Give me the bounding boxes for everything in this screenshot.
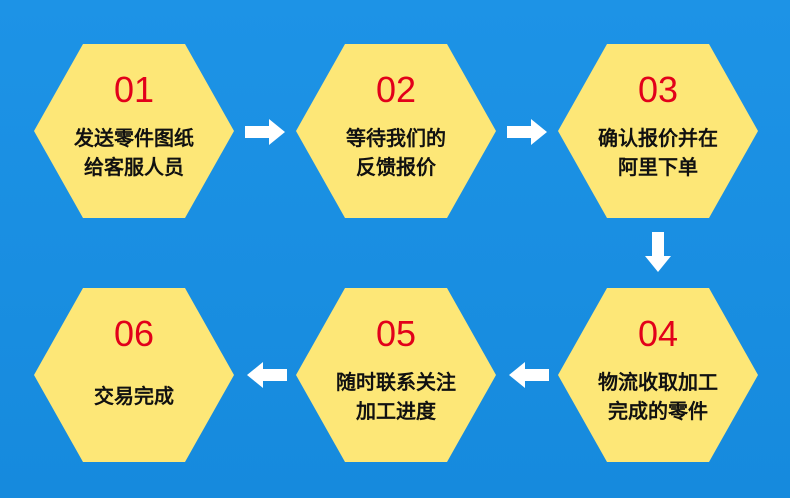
step-05-hexagon: 05 随时联系关注 加工进度: [294, 286, 498, 464]
step-label-line2: 反馈报价: [356, 155, 436, 179]
step-number: 06: [113, 313, 155, 354]
hexagon-shape: [34, 44, 234, 218]
step-label-line1: 确认报价并在: [598, 126, 718, 150]
step-label-line2: 阿里下单: [618, 155, 698, 179]
step-number: 04: [637, 313, 679, 354]
hexagon-shape: [558, 44, 758, 218]
step-label-line2: 完成的零件: [608, 399, 708, 423]
arrow-left-icon: [509, 362, 549, 388]
step-number: 05: [375, 313, 417, 354]
step-label-line1: 物流收取加工: [598, 370, 718, 394]
step-number: 03: [637, 69, 679, 110]
step-label-line1: 发送零件图纸: [74, 126, 194, 150]
step-label-line1: 随时联系关注: [336, 370, 456, 394]
hexagon-shape: [558, 288, 758, 462]
step-label-line2: 给客服人员: [84, 155, 184, 179]
step-number: 01: [113, 69, 155, 110]
step-label-line1: 交易完成: [94, 384, 174, 408]
arrow-right-icon: [507, 119, 547, 145]
hexagon-shape: [296, 44, 496, 218]
step-01-hexagon: 01 发送零件图纸 给客服人员: [32, 42, 236, 220]
step-label: 交易完成: [42, 382, 226, 411]
step-04-hexagon: 04 物流收取加工 完成的零件: [556, 286, 760, 464]
step-label: 等待我们的 反馈报价: [304, 124, 488, 182]
arrow-left-icon: [247, 362, 287, 388]
arrow-down-icon: [645, 232, 671, 272]
step-06-hexagon: 06 交易完成: [32, 286, 236, 464]
step-03-hexagon: 03 确认报价并在 阿里下单: [556, 42, 760, 220]
arrow-right-icon: [245, 119, 285, 145]
step-number: 02: [375, 69, 417, 110]
step-label: 随时联系关注 加工进度: [304, 368, 488, 426]
hexagon-shape: [296, 288, 496, 462]
step-label-line2: 加工进度: [356, 399, 436, 423]
step-label: 物流收取加工 完成的零件: [566, 368, 750, 426]
step-label: 确认报价并在 阿里下单: [566, 124, 750, 182]
step-02-hexagon: 02 等待我们的 反馈报价: [294, 42, 498, 220]
step-label: 发送零件图纸 给客服人员: [42, 124, 226, 182]
hexagon-shape: [34, 288, 234, 462]
step-label-line1: 等待我们的: [346, 126, 446, 150]
